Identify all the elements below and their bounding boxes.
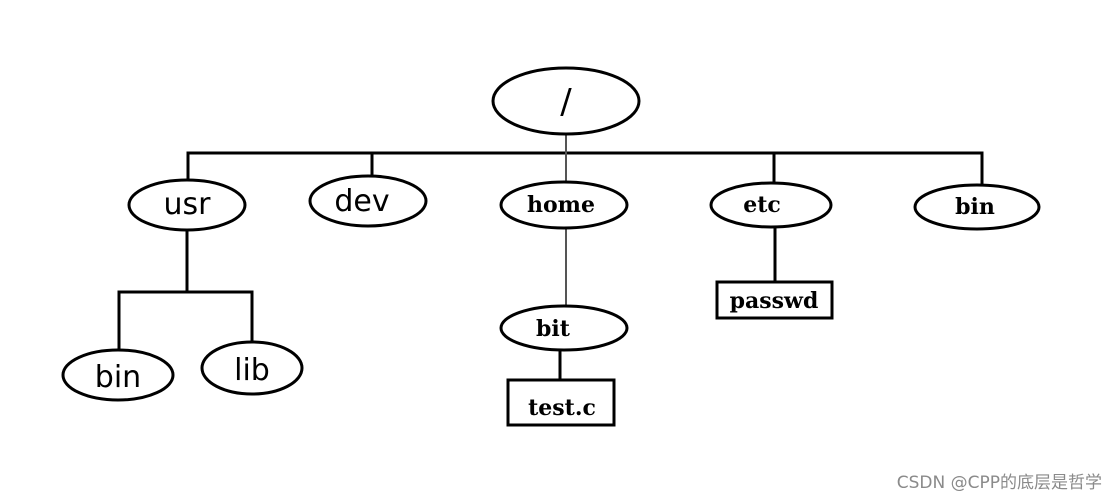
node-usr-lib-label: lib <box>234 353 270 388</box>
node-usr-label: usr <box>164 187 212 222</box>
file-test-c: test.c <box>506 378 616 427</box>
node-usr-bin: bin <box>61 348 175 402</box>
node-dev-label: dev <box>334 184 389 219</box>
node-etc-label: etc <box>743 192 781 218</box>
node-bin-label: bin <box>955 194 995 220</box>
node-etc: etc <box>709 181 833 229</box>
node-root-label: / <box>560 82 572 122</box>
node-usr: usr <box>127 178 247 232</box>
file-test-c-label: test.c <box>528 395 596 421</box>
node-dev: dev <box>308 174 428 228</box>
node-bin: bin <box>913 183 1041 231</box>
node-root: / <box>491 66 641 136</box>
node-home-label: home <box>527 192 595 218</box>
node-home-bit: bit <box>499 304 629 352</box>
watermark-text: CSDN @CPP的底层是哲学 <box>896 473 1102 493</box>
tree-edges <box>117 133 984 382</box>
file-passwd: passwd <box>715 280 834 320</box>
node-home: home <box>499 180 629 230</box>
node-home-bit-label: bit <box>536 316 571 342</box>
node-usr-lib: lib <box>200 340 304 396</box>
file-passwd-label: passwd <box>730 288 819 314</box>
node-usr-bin-label: bin <box>95 360 141 395</box>
